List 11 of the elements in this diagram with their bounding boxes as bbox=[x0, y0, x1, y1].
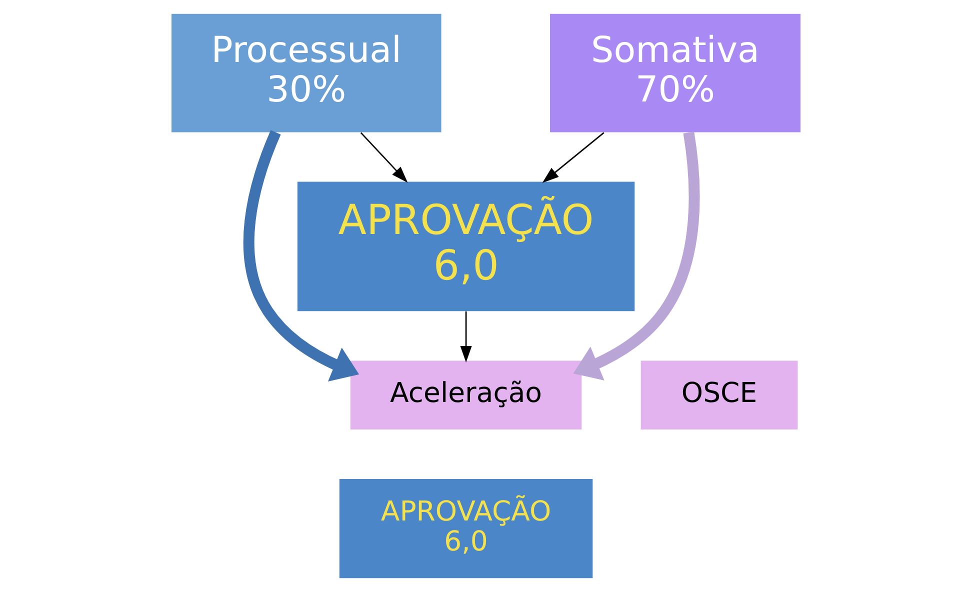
node-box: OSCE bbox=[640, 360, 798, 430]
node-box: Somativa 70% bbox=[550, 14, 800, 132]
arrow bbox=[542, 132, 604, 183]
node-box: Aceleração bbox=[350, 360, 582, 430]
arrow bbox=[360, 132, 408, 183]
arrow bbox=[460, 311, 472, 362]
node-box: APROVAÇÃO 6,0 bbox=[339, 479, 593, 578]
node-box: APROVAÇÃO 6,0 bbox=[297, 182, 635, 312]
node-box: Processual 30% bbox=[172, 14, 442, 132]
arrow bbox=[243, 130, 360, 382]
arrow bbox=[573, 132, 700, 380]
